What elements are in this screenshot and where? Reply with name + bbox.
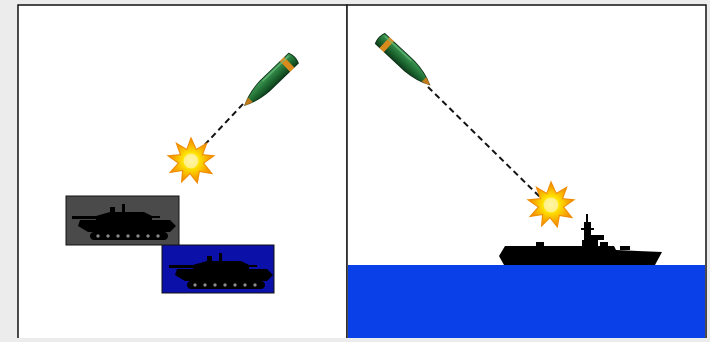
tank-blue bbox=[162, 245, 274, 293]
tank-gray bbox=[66, 196, 179, 245]
sea-surface bbox=[348, 265, 705, 338]
panel-sea bbox=[347, 5, 706, 338]
panel-land bbox=[18, 5, 347, 338]
